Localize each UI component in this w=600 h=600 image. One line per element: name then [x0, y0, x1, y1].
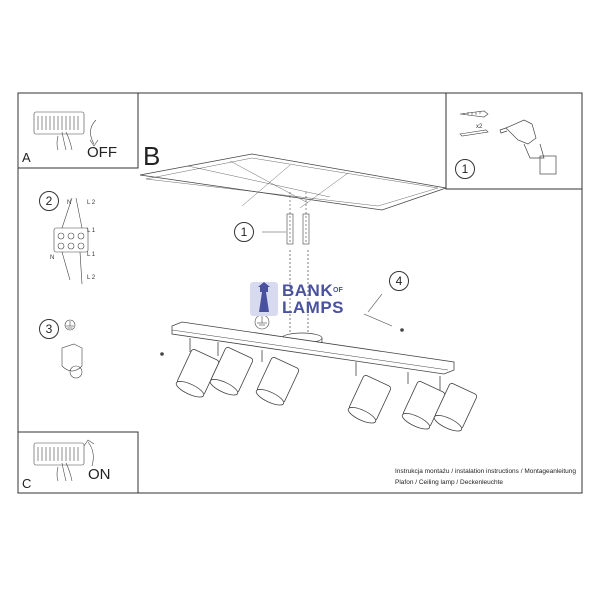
wall-plug-icon — [459, 110, 489, 137]
step-number-2: 2 — [39, 191, 59, 211]
panel-b-letter: B — [143, 141, 161, 171]
drill-icon — [499, 119, 557, 175]
ceiling-plate — [139, 153, 447, 211]
step-number-1-top: 1 — [455, 159, 475, 179]
switchboard-icon-a — [33, 111, 99, 151]
wire-label-l2-top: L 2 — [87, 200, 96, 206]
caption-instructions: Instrukcja montażu / instalation instruc… — [395, 468, 577, 475]
panel-a-border — [17, 92, 139, 169]
screw-anchors — [262, 192, 310, 245]
panel-a-letter: A — [22, 150, 31, 165]
ground-terminal-icon — [61, 319, 83, 379]
spot-lamps — [175, 338, 478, 432]
caption-product: Plafon / Ceiling lamp / Deckenleuchte — [395, 479, 504, 486]
panel-c-border — [17, 431, 139, 494]
ground-symbol-icon — [254, 314, 270, 330]
watermark-word-bank: BANK — [282, 281, 334, 300]
switch-on-label: ON — [88, 466, 111, 483]
lighthouse-logo — [250, 282, 278, 316]
step-number-4: 4 — [389, 271, 409, 291]
panel-c-letter: C — [22, 476, 32, 491]
watermark-word-lamps: LAMPS — [282, 298, 344, 317]
step-number-1-screws: 1 — [234, 222, 254, 242]
end-screws — [160, 328, 404, 356]
quantity-label: x2 — [476, 124, 483, 130]
switchboard-icon-c — [33, 439, 95, 482]
panel-1-border — [445, 92, 583, 190]
switch-off-label: OFF — [87, 144, 117, 161]
terminal-block-icon — [53, 197, 89, 285]
lamp-bar — [171, 321, 455, 375]
wire-label-n-bottom: N — [50, 255, 55, 261]
wire-label-l1-a: L 1 — [87, 228, 96, 234]
step-number-3: 3 — [39, 319, 59, 339]
wire-label-l1-b: L 1 — [87, 252, 96, 258]
watermark-word-of: OF — [333, 287, 343, 294]
wire-label-l2-bottom: L 2 — [87, 275, 96, 281]
wire-label-n-top: N — [67, 200, 72, 206]
